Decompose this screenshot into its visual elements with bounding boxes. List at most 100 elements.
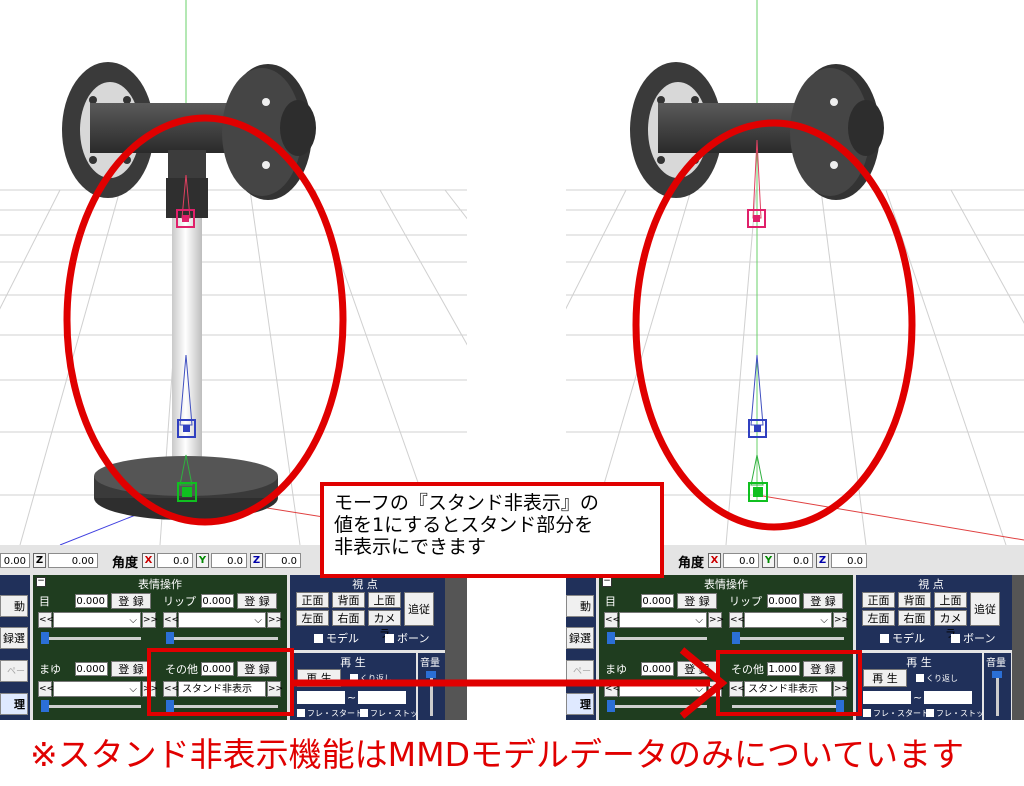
lip-slider[interactable] <box>166 637 278 640</box>
camera-button[interactable]: カメラ <box>934 610 967 640</box>
angle-x-field[interactable]: 0.0 <box>723 553 759 568</box>
volume-slider[interactable] <box>996 671 999 716</box>
eye-prev-button[interactable]: << <box>38 612 54 628</box>
left-button-2[interactable]: 録選 <box>566 627 594 649</box>
bone-marker-top[interactable] <box>176 209 195 228</box>
right-view-button[interactable]: 右面 <box>898 610 931 626</box>
bone-checkbox[interactable]: ボーン <box>951 630 995 646</box>
eye-prev-button[interactable]: << <box>604 612 620 628</box>
back-view-button[interactable]: 背面 <box>898 592 931 608</box>
lip-next-button[interactable]: >> <box>833 612 849 628</box>
model-checkbox[interactable]: モデル <box>880 630 925 646</box>
other-prev-button[interactable]: << <box>729 681 745 697</box>
collapse-icon[interactable]: − <box>36 576 46 587</box>
top-view-button[interactable]: 上面 <box>934 592 967 608</box>
lip-slider-thumb[interactable] <box>732 632 740 644</box>
frame-start-checkbox[interactable]: フレ・スタート <box>297 708 363 719</box>
lip-register-button[interactable]: 登 録 <box>237 593 277 609</box>
bone-marker-base[interactable] <box>177 482 197 502</box>
angle-y-field[interactable]: 0.0 <box>777 553 813 568</box>
eye-value[interactable]: 0.000 <box>641 594 674 608</box>
other-next-button[interactable]: >> <box>833 681 849 697</box>
lip-value[interactable]: 0.000 <box>201 594 234 608</box>
brow-slider-thumb[interactable] <box>41 700 49 712</box>
bone-marker-top[interactable] <box>747 209 766 228</box>
lip-slider[interactable] <box>732 637 844 640</box>
paste-button[interactable]: ペースト <box>0 660 28 682</box>
frame-stop-checkbox[interactable]: フレ・ストップ <box>360 708 426 719</box>
other-slider[interactable] <box>166 705 278 708</box>
volume-thumb[interactable] <box>426 671 436 678</box>
angle-y-field[interactable]: 0.0 <box>211 553 247 568</box>
left-button-4[interactable]: 理 <box>566 693 594 715</box>
other-slider-thumb[interactable] <box>166 700 174 712</box>
brow-select[interactable]: ⌵ <box>53 681 141 697</box>
repeat-checkbox[interactable]: くり返し <box>350 673 392 684</box>
left-button-4[interactable]: 理 <box>0 693 28 715</box>
eye-register-button[interactable]: 登 録 <box>677 593 717 609</box>
frame-stop-checkbox[interactable]: フレ・ストップ <box>926 708 992 719</box>
frame-start-checkbox[interactable]: フレ・スタート <box>863 708 929 719</box>
left-view-button[interactable]: 左面 <box>296 610 329 626</box>
other-select[interactable]: スタンド非表示 <box>744 681 832 697</box>
left-button-2[interactable]: 録選 <box>0 627 28 649</box>
eye-register-button[interactable]: 登 録 <box>111 593 151 609</box>
angle-z-field[interactable]: 0.0 <box>265 553 301 568</box>
eye-slider[interactable] <box>607 637 707 640</box>
other-slider-thumb[interactable] <box>836 700 844 712</box>
left-button-1[interactable]: 動 <box>566 595 594 617</box>
left-button-1[interactable]: 動 <box>0 595 28 617</box>
bone-checkbox[interactable]: ボーン <box>385 630 429 646</box>
brow-value[interactable]: 0.000 <box>641 662 674 676</box>
brow-register-button[interactable]: 登 録 <box>111 661 151 677</box>
brow-slider[interactable] <box>41 705 141 708</box>
other-prev-button[interactable]: << <box>163 681 179 697</box>
front-view-button[interactable]: 正面 <box>296 592 329 608</box>
lip-register-button[interactable]: 登 録 <box>803 593 843 609</box>
brow-prev-button[interactable]: << <box>38 681 54 697</box>
other-slider[interactable] <box>732 705 844 708</box>
viewport-after[interactable] <box>566 0 1024 545</box>
frame-stop-input[interactable] <box>358 691 406 704</box>
angle-x-field[interactable]: 0.0 <box>157 553 193 568</box>
lip-select[interactable]: ⌵ <box>178 612 266 628</box>
frame-start-input[interactable] <box>863 691 911 704</box>
follow-button[interactable]: 追従 <box>970 592 1000 626</box>
pos-x-field[interactable]: 0.00 <box>0 553 30 568</box>
eye-value[interactable]: 0.000 <box>75 594 108 608</box>
lip-next-button[interactable]: >> <box>267 612 283 628</box>
other-value[interactable]: 1.000 <box>767 662 800 676</box>
other-select[interactable]: スタンド非表示 <box>178 681 266 697</box>
repeat-checkbox[interactable]: くり返し <box>916 673 958 684</box>
volume-slider[interactable] <box>430 671 433 716</box>
volume-thumb[interactable] <box>992 671 1002 678</box>
follow-button[interactable]: 追従 <box>404 592 434 626</box>
left-view-button[interactable]: 左面 <box>862 610 895 626</box>
frame-stop-input[interactable] <box>924 691 972 704</box>
top-view-button[interactable]: 上面 <box>368 592 401 608</box>
lip-select[interactable]: ⌵ <box>744 612 832 628</box>
lip-slider-thumb[interactable] <box>166 632 174 644</box>
other-register-button[interactable]: 登 録 <box>237 661 277 677</box>
eye-slider-thumb[interactable] <box>607 632 615 644</box>
other-next-button[interactable]: >> <box>267 681 283 697</box>
lip-prev-button[interactable]: << <box>163 612 179 628</box>
brow-slider[interactable] <box>607 705 707 708</box>
right-view-button[interactable]: 右面 <box>332 610 365 626</box>
eye-next-button[interactable]: >> <box>142 612 158 628</box>
brow-slider-thumb[interactable] <box>607 700 615 712</box>
angle-z-field[interactable]: 0.0 <box>831 553 867 568</box>
brow-value[interactable]: 0.000 <box>75 662 108 676</box>
back-view-button[interactable]: 背面 <box>332 592 365 608</box>
bone-marker-mid[interactable] <box>748 419 767 438</box>
camera-button[interactable]: カメラ <box>368 610 401 640</box>
other-value[interactable]: 0.000 <box>201 662 234 676</box>
eye-select[interactable]: ⌵ <box>53 612 141 628</box>
front-view-button[interactable]: 正面 <box>862 592 895 608</box>
lip-prev-button[interactable]: << <box>729 612 745 628</box>
pos-z-field[interactable]: 0.00 <box>48 553 98 568</box>
model-checkbox[interactable]: モデル <box>314 630 359 646</box>
eye-next-button[interactable]: >> <box>708 612 724 628</box>
viewport-before[interactable] <box>0 0 467 545</box>
frame-start-input[interactable] <box>297 691 345 704</box>
